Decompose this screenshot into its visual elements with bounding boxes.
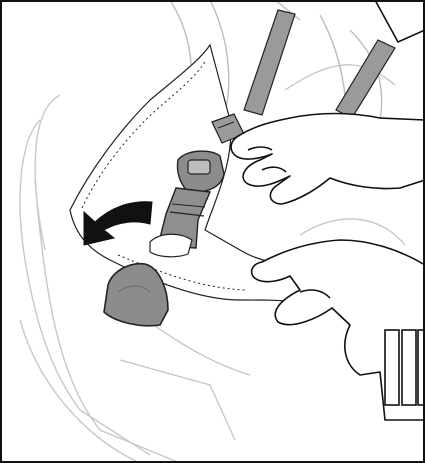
crotch-buckle xyxy=(177,151,224,192)
strap-slot xyxy=(150,234,192,257)
dial-marker-icon xyxy=(385,330,425,405)
